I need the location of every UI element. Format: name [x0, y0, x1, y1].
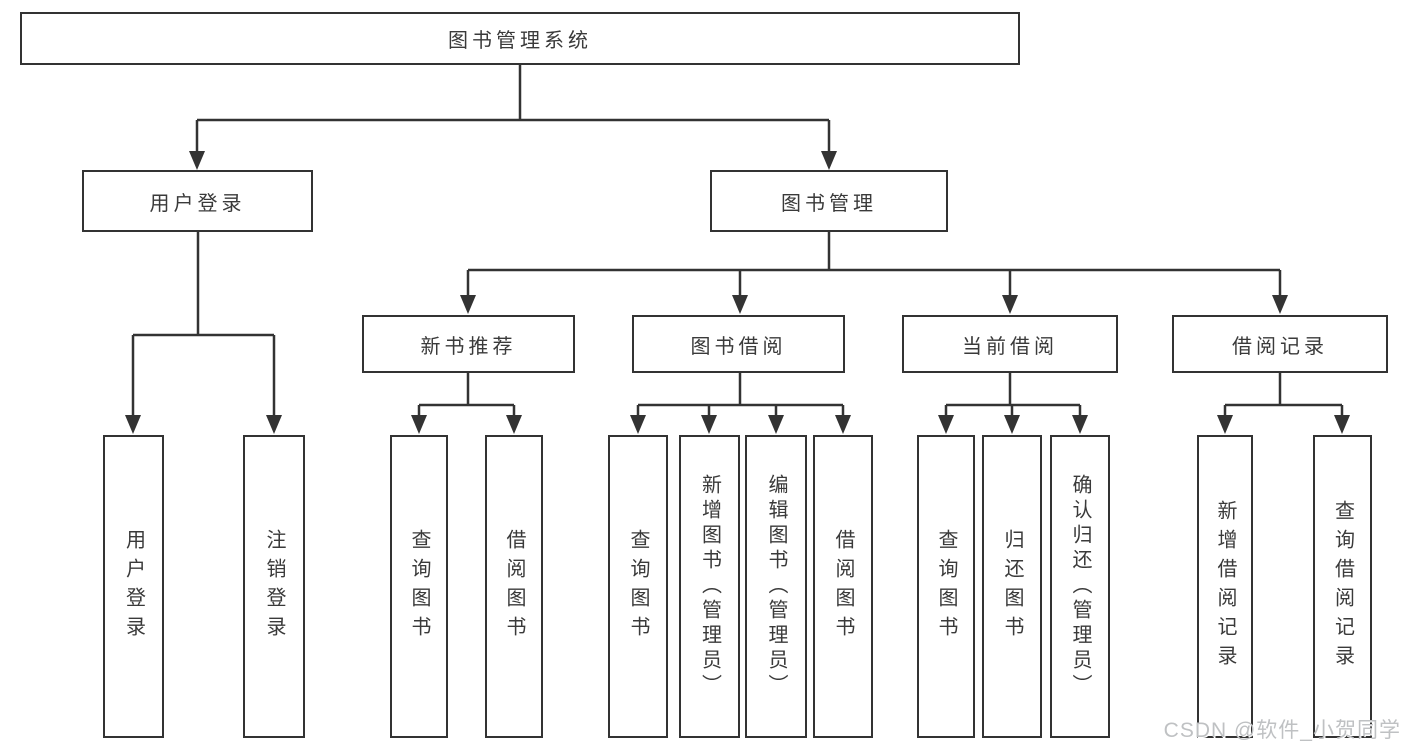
leaf-borrow-add-books-admin: 新增图书（管理员）	[679, 435, 740, 738]
arrow-icon	[125, 415, 141, 434]
node-user-login: 用户登录	[82, 170, 313, 232]
leaf-current-query-books: 查询图书	[917, 435, 975, 738]
connector-book-management	[466, 232, 1282, 297]
arrow-icon	[411, 415, 427, 434]
node-new-book-recommend: 新书推荐	[362, 315, 575, 373]
leaf-records-add-record: 新增借阅记录	[1197, 435, 1253, 738]
node-borrow-records: 借阅记录	[1172, 315, 1388, 373]
arrow-icon	[1002, 295, 1018, 314]
connector-root	[195, 65, 831, 153]
arrow-icon	[1072, 415, 1088, 434]
leaf-current-confirm-return-admin: 确认归还（管理员）	[1050, 435, 1110, 738]
node-current-borrow: 当前借阅	[902, 315, 1118, 373]
connector-new-book	[417, 373, 516, 417]
leaf-records-query-record: 查询借阅记录	[1313, 435, 1372, 738]
arrow-icon	[630, 415, 646, 434]
leaf-newbook-borrow-books: 借阅图书	[485, 435, 543, 738]
leaf-newbook-query-books: 查询图书	[390, 435, 448, 738]
node-root-system: 图书管理系统	[20, 12, 1020, 65]
arrow-icon	[938, 415, 954, 434]
arrow-icon	[732, 295, 748, 314]
arrow-icon	[821, 151, 837, 170]
arrow-icon	[460, 295, 476, 314]
leaf-logout: 注销登录	[243, 435, 305, 738]
connector-book-borrow	[636, 373, 845, 417]
connector-user-login	[131, 232, 276, 417]
leaf-borrow-borrow-books: 借阅图书	[813, 435, 873, 738]
arrow-icon	[1334, 415, 1350, 434]
node-book-management: 图书管理	[710, 170, 948, 232]
leaf-user-login: 用户登录	[103, 435, 164, 738]
arrow-icon	[835, 415, 851, 434]
arrow-icon	[266, 415, 282, 434]
connector-borrow-records	[1223, 373, 1344, 417]
arrow-icon	[1004, 415, 1020, 434]
arrow-icon	[1217, 415, 1233, 434]
arrow-icon	[701, 415, 717, 434]
arrow-icon	[189, 151, 205, 170]
node-book-borrow: 图书借阅	[632, 315, 845, 373]
csdn-watermark: CSDN @软件_小贺同学	[1163, 719, 1401, 742]
arrow-icon	[768, 415, 784, 434]
connector-current-borrow	[944, 373, 1082, 417]
arrow-icon	[506, 415, 522, 434]
arrow-icon	[1272, 295, 1288, 314]
leaf-borrow-query-books: 查询图书	[608, 435, 668, 738]
leaf-current-return-books: 归还图书	[982, 435, 1042, 738]
leaf-borrow-edit-books-admin: 编辑图书（管理员）	[745, 435, 807, 738]
